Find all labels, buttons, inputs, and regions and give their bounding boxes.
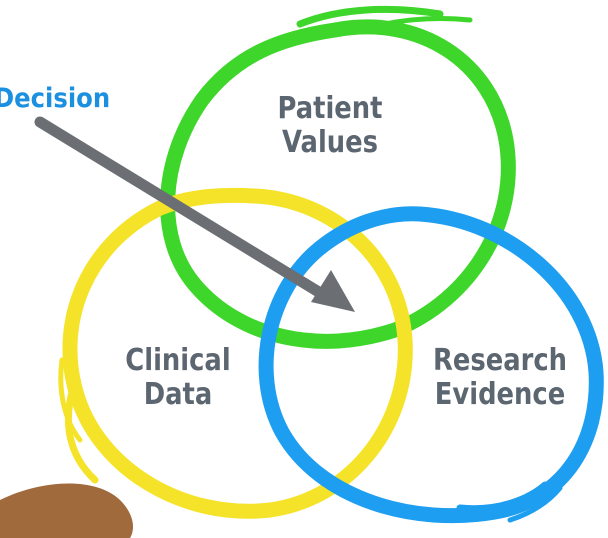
patient-values-circle <box>160 5 516 349</box>
research-evidence-label: Research Evidence <box>431 344 569 411</box>
patient-values-label-line1: Patient <box>277 91 383 126</box>
decision-label: Decision <box>0 83 111 114</box>
clinical-data-label-line1: Clinical <box>125 343 231 378</box>
background-shape <box>0 483 133 538</box>
research-evidence-label-line2: Evidence <box>434 376 566 412</box>
arrowhead <box>311 270 355 312</box>
clinical-data-circle <box>58 187 413 519</box>
patient-values-label: Patient Values <box>261 92 399 159</box>
clinical-data-label: Clinical Data <box>109 344 247 411</box>
clinical-data-label-line2: Data <box>143 376 213 412</box>
patient-values-label-line2: Values <box>281 124 379 160</box>
decision-arrow <box>34 116 355 312</box>
research-evidence-label-line1: Research <box>432 343 568 378</box>
research-evidence-circle <box>258 206 604 524</box>
